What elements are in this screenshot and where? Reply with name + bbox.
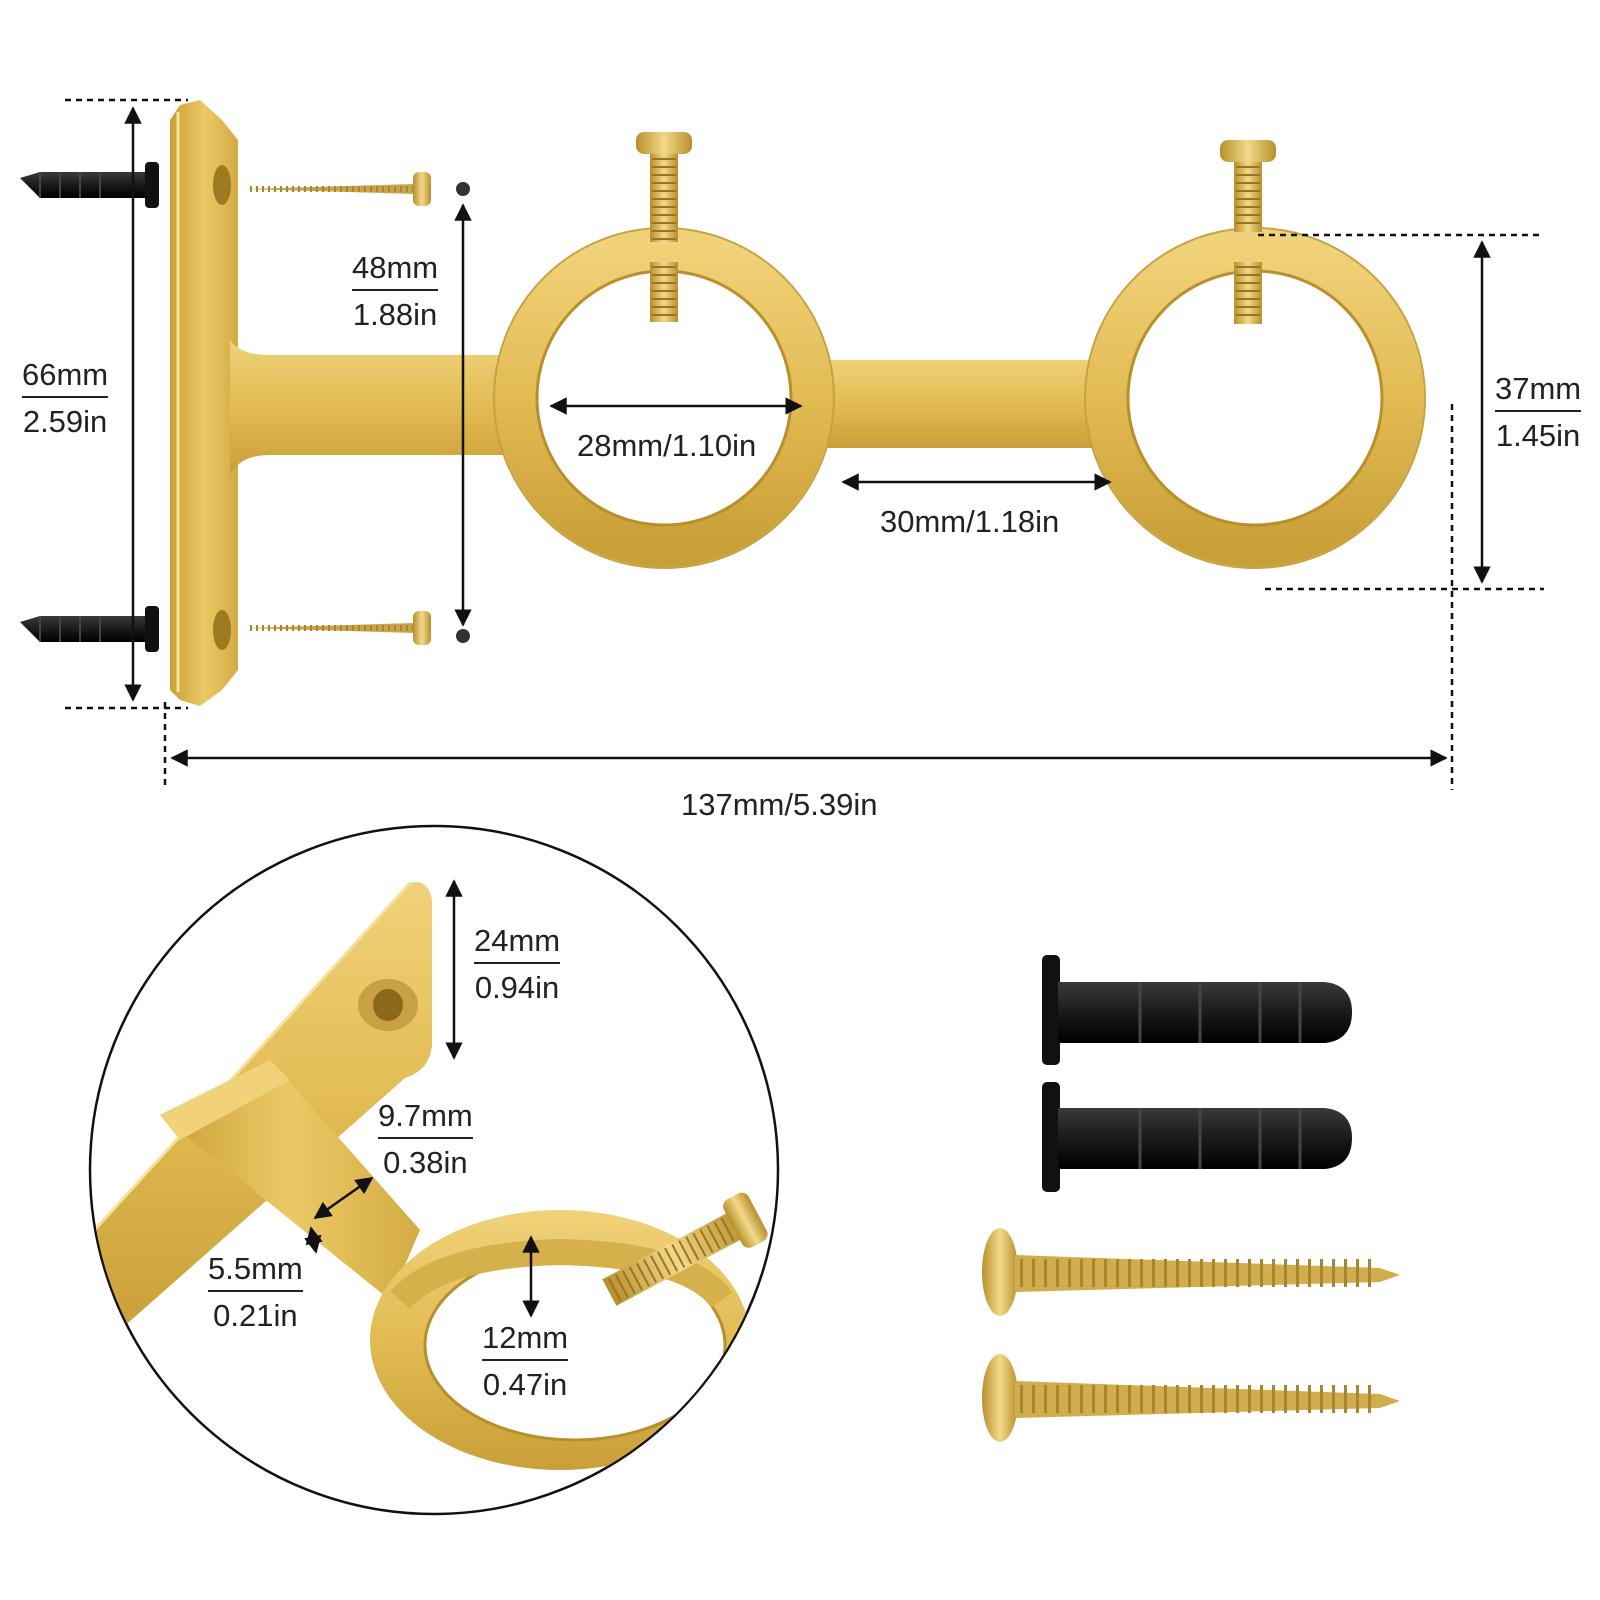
ring-depth-label: 12mm 0.47in (482, 1322, 569, 1402)
arm-thickness-in: 0.21in (213, 1298, 298, 1333)
hole-spacing-mm: 48mm (352, 252, 439, 291)
arm-thickness-mm: 5.5mm (208, 1253, 303, 1292)
bracket-height-in: 2.59in (22, 404, 108, 439)
ring-height-in: 1.45in (1495, 418, 1581, 453)
set-screw-left (636, 132, 692, 322)
plate-width-mm: 24mm (474, 925, 561, 964)
plate-width-label: 24mm 0.94in (474, 925, 561, 1005)
wall-anchor-top (20, 162, 159, 208)
ring-height-mm: 37mm (1495, 373, 1582, 412)
wall-plate (170, 100, 238, 706)
marker-dot-bottom (456, 629, 470, 643)
ring-depth-in: 0.47in (482, 1367, 568, 1402)
arm-width-in: 0.38in (383, 1145, 468, 1180)
wood-screw-top (245, 172, 431, 206)
ring-height-label: 37mm 1.45in (1495, 373, 1582, 453)
hole-spacing-label: 48mm 1.88in (352, 252, 439, 332)
arm-width-label: 9.7mm 0.38in (378, 1100, 473, 1178)
marker-dot-top (456, 182, 470, 196)
bracket-arm (230, 340, 1100, 475)
arm-width-mm: 9.7mm (378, 1100, 473, 1139)
ring-gap-label: 30mm/1.18in (880, 504, 1060, 539)
ring-inner-label: 28mm/1.10in (577, 428, 757, 463)
hole-spacing-in: 1.88in (352, 297, 438, 332)
ring-depth-mm: 12mm (482, 1322, 569, 1361)
hardware-anchor-1 (1042, 955, 1352, 1065)
set-screw-right (1220, 140, 1276, 324)
wood-screw-bottom (245, 611, 431, 645)
detail-view (88, 824, 780, 1516)
wall-anchor-bottom (20, 606, 159, 652)
hardware-anchor-2 (1042, 1082, 1352, 1192)
arm-thickness-label: 5.5mm 0.21in (208, 1253, 303, 1331)
dimension-lines (65, 98, 1544, 790)
bracket-height-label: 66mm 2.59in (22, 359, 109, 439)
hardware-screw-1 (982, 1228, 1400, 1316)
bracket-height-mm: 66mm (22, 359, 109, 398)
plate-width-in: 0.94in (474, 970, 560, 1005)
total-length-label: 137mm/5.39in (681, 787, 878, 822)
hardware-screw-2 (982, 1354, 1400, 1442)
